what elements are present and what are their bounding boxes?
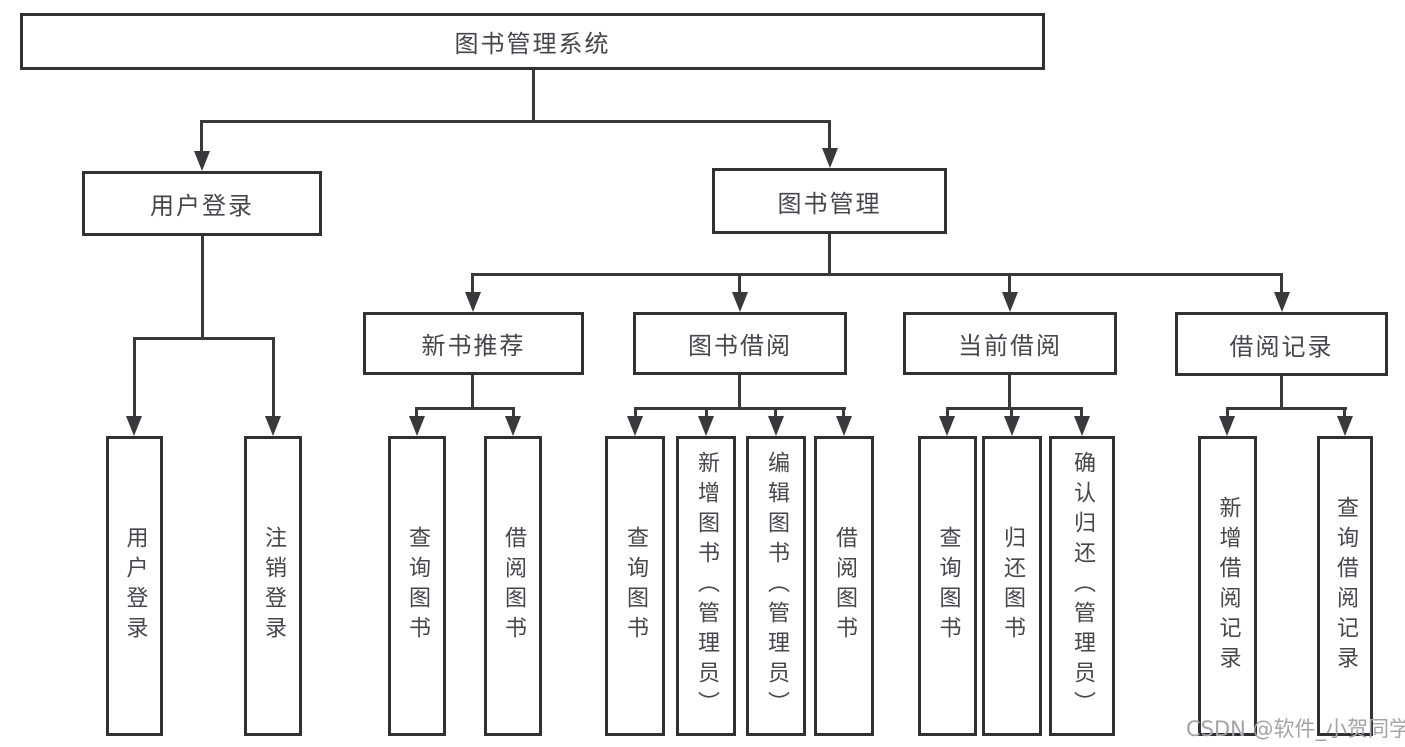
arrow-down-icon [1002, 292, 1018, 312]
connector-line [946, 407, 1083, 410]
arrow-down-icon [627, 416, 643, 436]
connector-line [1280, 273, 1283, 296]
arrow-down-icon [409, 416, 425, 436]
node-book-management: 图书管理 [712, 168, 947, 234]
connector-line [272, 337, 275, 418]
leaf-borrow-books-borrowing: 借阅图书 [814, 436, 874, 736]
arrow-down-icon [126, 416, 142, 436]
connector-line [1008, 375, 1011, 407]
leaf-logout-label: 注销登录 [261, 526, 286, 646]
arrow-down-icon [768, 416, 784, 436]
leaf-edit-books-admin-label: 编辑图书（管理员） [764, 451, 789, 721]
leaf-query-books-recommend: 查询图书 [388, 436, 446, 736]
connector-line [1226, 407, 1229, 419]
connector-line [828, 234, 831, 273]
leaf-query-borrow-record-label: 查询借阅记录 [1333, 496, 1358, 676]
arrow-down-icon [505, 416, 521, 436]
leaf-edit-books-admin: 编辑图书（管理员） [746, 436, 806, 736]
arrow-down-icon [732, 292, 748, 312]
connector-line [738, 375, 741, 407]
leaf-query-borrow-record: 查询借阅记录 [1317, 436, 1373, 736]
connector-line [774, 407, 777, 419]
leaf-query-books-recommend-label: 查询图书 [405, 526, 430, 646]
leaf-user-login: 用户登录 [106, 436, 163, 736]
node-new-book-recommend-label: 新书推荐 [421, 332, 526, 360]
connector-line [1226, 407, 1347, 410]
connector-line [532, 70, 535, 120]
connector-line [471, 375, 474, 407]
connector-line [200, 120, 203, 153]
connector-line [133, 337, 136, 418]
connector-line [828, 120, 831, 150]
arrow-down-icon [265, 416, 281, 436]
leaf-add-borrow-record: 新增借阅记录 [1198, 436, 1257, 736]
connector-line [946, 407, 949, 419]
leaf-borrow-books-recommend: 借阅图书 [484, 436, 542, 736]
connector-line [634, 407, 846, 410]
leaf-query-books-current-label: 查询图书 [935, 526, 961, 646]
connector-line [738, 273, 741, 296]
arrow-down-icon [698, 416, 714, 436]
leaf-add-books-admin: 新增图书（管理员） [676, 436, 736, 736]
node-new-book-recommend: 新书推荐 [363, 312, 584, 375]
leaf-return-books-label: 归还图书 [1000, 526, 1025, 646]
arrow-down-icon [1004, 416, 1020, 436]
connector-line [415, 407, 515, 410]
arrow-down-icon [1219, 416, 1235, 436]
leaf-add-borrow-record-label: 新增借阅记录 [1215, 496, 1241, 676]
node-borrowing-records: 借阅记录 [1175, 312, 1388, 376]
node-book-borrowing-label: 图书借阅 [688, 332, 792, 360]
node-library-system-label: 图书管理系统 [454, 30, 611, 58]
connector-line [512, 407, 515, 419]
leaf-borrow-books-recommend-label: 借阅图书 [501, 526, 526, 646]
connector-line [705, 407, 708, 419]
leaf-logout: 注销登录 [244, 436, 302, 736]
watermark: CSDN @软件_小贺同学 [1186, 717, 1405, 741]
arrow-down-icon [1274, 292, 1290, 312]
connector-line [415, 407, 418, 419]
arrow-down-icon [836, 416, 852, 436]
connector-line [634, 407, 637, 419]
connector-line [1010, 407, 1013, 419]
node-current-borrowing-label: 当前借阅 [958, 332, 1062, 360]
node-book-management-label: 图书管理 [777, 189, 882, 218]
connector-line [1008, 273, 1011, 296]
connector-line [471, 273, 474, 296]
leaf-confirm-return-admin-label: 确认归还（管理员） [1070, 451, 1095, 721]
leaf-return-books: 归还图书 [982, 436, 1042, 736]
arrow-down-icon [939, 416, 955, 436]
connector-line [842, 407, 845, 419]
connector-line [200, 120, 831, 123]
node-book-borrowing: 图书借阅 [633, 312, 847, 375]
connector-line [1280, 376, 1283, 407]
connector-line [1080, 407, 1083, 419]
arrow-down-icon [465, 292, 481, 312]
connector-line [201, 236, 204, 337]
leaf-confirm-return-admin: 确认归还（管理员） [1049, 436, 1115, 736]
node-library-system: 图书管理系统 [20, 13, 1045, 70]
leaf-borrow-books-borrowing-label: 借阅图书 [832, 526, 857, 646]
leaf-query-books-borrowing-label: 查询图书 [623, 526, 648, 646]
connector-line [1343, 407, 1346, 419]
leaf-query-books-borrowing: 查询图书 [605, 436, 665, 736]
connector-line [133, 337, 275, 340]
node-user-login-label: 用户登录 [150, 192, 254, 220]
arrow-down-icon [1337, 416, 1353, 436]
connector-line [471, 273, 1283, 276]
arrow-down-icon [822, 148, 838, 168]
leaf-add-books-admin-label: 新增图书（管理员） [694, 451, 719, 721]
arrow-down-icon [194, 151, 210, 171]
node-borrowing-records-label: 借阅记录 [1229, 332, 1334, 361]
leaf-user-login-label: 用户登录 [122, 526, 148, 646]
node-current-borrowing: 当前借阅 [903, 312, 1117, 375]
leaf-query-books-current: 查询图书 [918, 436, 977, 736]
node-user-login: 用户登录 [82, 171, 322, 236]
arrow-down-icon [1074, 416, 1090, 436]
